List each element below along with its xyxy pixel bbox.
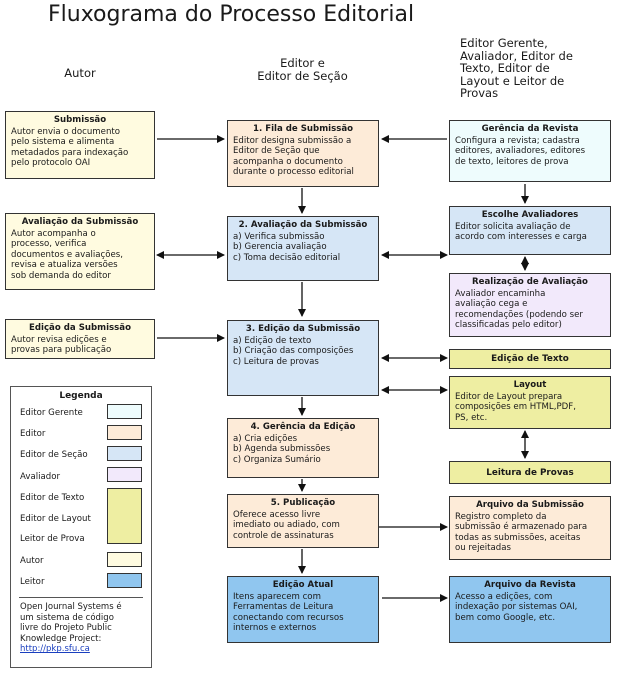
box-text: Registro completo da submissão é armazen… [455, 511, 588, 554]
box-leitura-provas: Leitura de Provas [449, 461, 611, 484]
box-submissao: Submissão Autor envia o documento pelo s… [5, 111, 155, 179]
page-title: Fluxograma do Processo Editorial [48, 2, 415, 27]
box-text: Editor solicita avaliação de acordo com … [455, 221, 587, 243]
legend-swatch-leitor [107, 573, 142, 588]
box-title: Layout [513, 380, 547, 390]
legend: Legenda Editor Gerente Editor Editor de … [10, 386, 152, 668]
legend-label-editor-gerente: Editor Gerente [20, 408, 83, 418]
box-gerencia-revista: Gerência da Revista Configura a revista;… [449, 120, 611, 182]
column-header-editor: Editor e Editor de Seção [257, 56, 348, 83]
legend-swatch-editor-gerente [107, 404, 142, 419]
box-text: Autor revisa edições e provas para publi… [11, 334, 112, 356]
box-title: Gerência da Revista [481, 124, 579, 134]
legend-label-editor-secao: Editor de Seção [20, 450, 88, 460]
box-edicao-texto: Edição de Texto [449, 349, 611, 369]
legend-label-editor-texto: Editor de Texto [20, 493, 85, 503]
box-edicao-submissao: 3. Edição da Submissão a) Edição de text… [227, 320, 379, 396]
box-text: Acesso a edições, com indexação por sist… [455, 591, 578, 623]
legend-label-editor-layout: Editor de Layout [20, 514, 91, 524]
box-text: Autor acompanha o processo, verifica doc… [11, 228, 123, 281]
box-title: Submissão [53, 115, 107, 125]
box-text: Avaliador encaminha avaliação cega e rec… [455, 288, 583, 331]
box-title: Arquivo da Submissão [476, 500, 584, 510]
legend-footer: Open Journal Systems é um sistema de cód… [20, 602, 144, 655]
box-text: Editor de Layout prepara composições em … [455, 391, 576, 423]
box-title: Leitura de Provas [486, 467, 574, 478]
legend-divider [19, 597, 143, 598]
box-title: Avaliação da Submissão [21, 217, 139, 227]
legend-label-autor: Autor [20, 556, 44, 566]
box-text: Configura a revista; cadastra editores, … [455, 135, 586, 167]
box-text: Autor envia o documento pelo sistema e a… [11, 126, 129, 169]
box-title: Escolhe Avaliadores [481, 210, 579, 220]
box-title: 3. Edição da Submissão [245, 324, 361, 334]
box-title: Arquivo da Revista [484, 580, 576, 590]
box-escolhe-avaliadores: Escolhe Avaliadores Editor solicita aval… [449, 206, 611, 255]
box-title: Edição de Texto [491, 354, 569, 364]
box-avaliacao-submissao-autor: Avaliação da Submissão Autor acompanha o… [5, 213, 155, 290]
box-text: a) Cria edições b) Agenda submissões c) … [233, 433, 331, 465]
column-header-gerente: Editor Gerente, Avaliador, Editor de Tex… [460, 36, 573, 100]
legend-swatch-autor [107, 552, 142, 567]
box-realizacao-avaliacao: Realização de Avaliação Avaliador encami… [449, 273, 611, 337]
legend-swatch-editor [107, 425, 142, 440]
legend-title: Legenda [59, 391, 103, 401]
box-title: Realização de Avaliação [472, 277, 588, 287]
box-arquivo-submissao: Arquivo da Submissão Registro completo d… [449, 496, 611, 560]
legend-swatch-editor-secao [107, 446, 142, 461]
box-text: Editor designa submissão a Editor de Seç… [233, 135, 354, 178]
box-title: 4. Gerência da Edição [250, 422, 356, 432]
box-title: Edição da Submissão [29, 323, 131, 333]
box-arquivo-revista: Arquivo da Revista Acesso a edições, com… [449, 576, 611, 643]
box-avaliacao-submissao: 2. Avaliação da Submissão a) Verifica su… [227, 216, 379, 281]
box-title: Edição Atual [272, 580, 334, 590]
box-edicao-atual: Edição Atual Itens aparecem com Ferramen… [227, 576, 379, 643]
box-text: Oferece acesso livre imediato ou adiado,… [233, 509, 340, 541]
legend-label-leitor: Leitor [20, 577, 45, 587]
box-title: 2. Avaliação da Submissão [238, 220, 368, 230]
legend-label-editor: Editor [20, 429, 46, 439]
box-publicacao: 5. Publicação Oferece acesso livre imedi… [227, 494, 379, 548]
box-layout: Layout Editor de Layout prepara composiç… [449, 376, 611, 429]
box-fila-submissao: 1. Fila de Submissão Editor designa subm… [227, 120, 379, 187]
box-text: a) Edição de texto b) Criação das compos… [233, 335, 354, 367]
box-text: a) Verifica submissão b) Gerencia avalia… [233, 231, 341, 263]
legend-footer-text: Open Journal Systems é um sistema de cód… [20, 602, 122, 644]
box-title: 5. Publicação [270, 498, 336, 508]
legend-swatch-avaliador [107, 467, 142, 482]
legend-swatch-texto-layout-prova [107, 488, 142, 544]
pkp-link[interactable]: http://pkp.sfu.ca [20, 644, 90, 655]
box-title: 1. Fila de Submissão [252, 124, 354, 134]
legend-label-leitor-prova: Leitor de Prova [20, 534, 85, 544]
box-text: Itens aparecem com Ferramentas de Leitur… [233, 591, 344, 634]
box-gerencia-edicao: 4. Gerência da Edição a) Cria edições b)… [227, 418, 379, 478]
legend-label-avaliador: Avaliador [20, 472, 61, 482]
box-edicao-submissao-autor: Edição da Submissão Autor revisa edições… [5, 319, 155, 359]
column-header-autor: Autor [64, 66, 96, 80]
